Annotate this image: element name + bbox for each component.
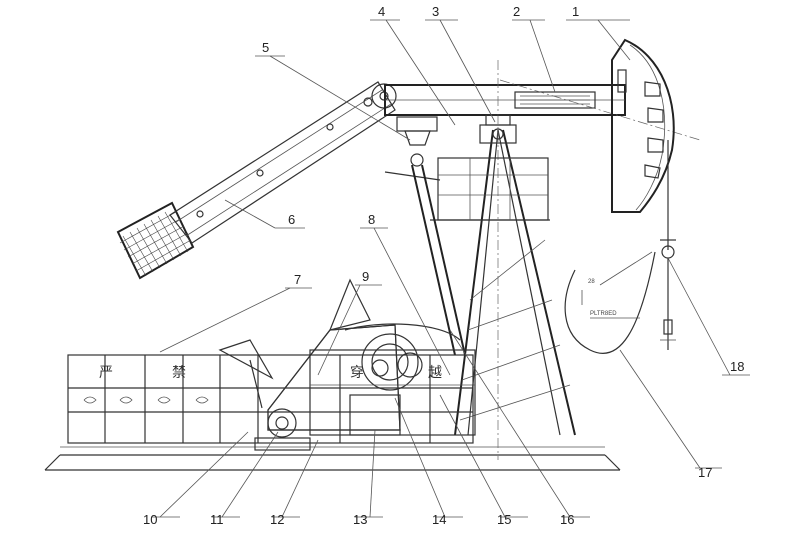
callout-14: 14 (432, 512, 446, 527)
callout-1: 1 (572, 4, 579, 19)
callout-16: 16 (560, 512, 574, 527)
callout-5: 5 (262, 40, 269, 55)
ground-base (44, 446, 621, 471)
crank-arm (169, 81, 397, 244)
pitman-rod (411, 164, 466, 356)
callout-18: 18 (730, 359, 744, 374)
fence-sign-1: 严 (99, 365, 113, 381)
fence-sign-4: 越 (428, 365, 442, 381)
callout-2: 2 (513, 4, 520, 19)
work-platform (384, 157, 550, 221)
callout-3: 3 (432, 4, 439, 19)
callout-15: 15 (497, 512, 511, 527)
equalizer-bearing (396, 116, 438, 167)
fence-sign-2: 禁 (172, 365, 186, 381)
callout-17: 17 (698, 465, 712, 480)
leader-lines (152, 19, 750, 518)
horse-head (611, 38, 675, 250)
callout-4: 4 (378, 4, 385, 19)
small-mark-1: 28 (588, 279, 595, 285)
small-mark-2: PLTR8ED (590, 311, 617, 317)
gear-reducer (309, 323, 476, 436)
callout-10: 10 (143, 512, 157, 527)
callout-12: 12 (270, 512, 284, 527)
callout-8: 8 (368, 212, 375, 227)
callout-7: 7 (294, 272, 301, 287)
callout-9: 9 (362, 269, 369, 284)
cable-loop (564, 251, 656, 354)
safety-fence (67, 339, 474, 444)
counterweight (116, 201, 195, 280)
samson-post (454, 60, 576, 460)
callout-6: 6 (288, 212, 295, 227)
wireline-hanger (660, 239, 676, 350)
callout-11: 11 (210, 512, 224, 527)
fence-sign-3: 穿 (350, 365, 364, 381)
motor (254, 408, 311, 451)
callout-13: 13 (353, 512, 367, 527)
